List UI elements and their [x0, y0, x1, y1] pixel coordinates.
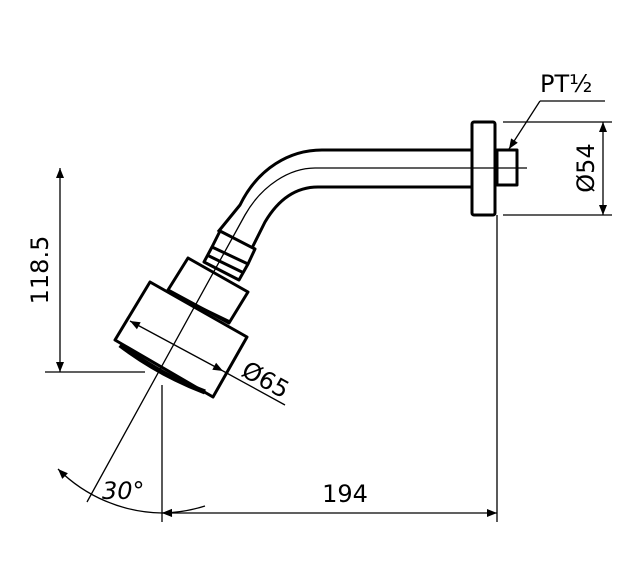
- angle-arc-arrow: [161, 505, 206, 517]
- head-diameter-dimension-line: [129, 320, 224, 372]
- pipe-outer-edge: [216, 148, 472, 233]
- thread-label: PT½: [540, 70, 592, 98]
- shower-head-body: [113, 280, 249, 399]
- shower-head-face: [118, 342, 206, 395]
- height-label: 118.5: [26, 236, 54, 305]
- thread-leader-arrow: [508, 100, 541, 150]
- flange-diameter-label: Ø54: [572, 143, 600, 192]
- projection-label: 194: [322, 480, 368, 508]
- head-diameter-label: Ø65: [237, 356, 294, 404]
- neck-grooves: [202, 246, 250, 282]
- pipe-inner-edge: [250, 185, 472, 249]
- angle-label: 30°: [102, 477, 145, 505]
- angle-arc: [57, 468, 163, 514]
- head-diameter-leader: [222, 370, 286, 406]
- pipe-centerline: [86, 167, 527, 503]
